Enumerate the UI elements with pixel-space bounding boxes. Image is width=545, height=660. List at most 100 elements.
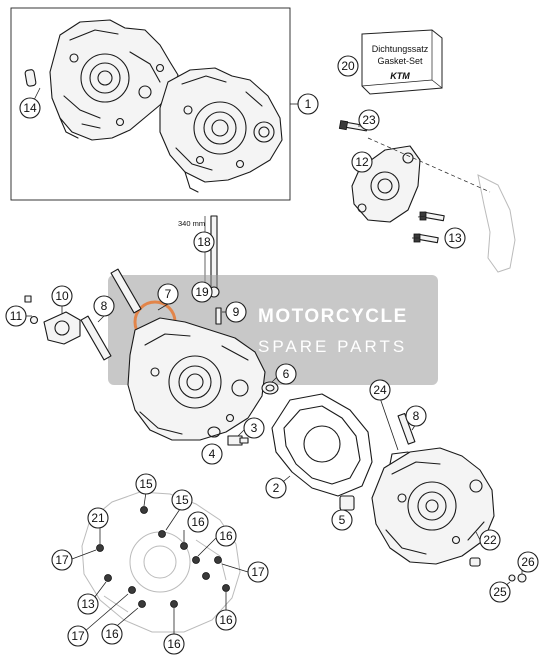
callout-23: 23 — [358, 109, 380, 131]
svg-text:13: 13 — [448, 231, 462, 245]
callout-16-c: 16 — [101, 623, 123, 645]
engine-outline-ghost — [477, 174, 516, 273]
callout-17-a: 17 — [51, 549, 73, 571]
svg-text:22: 22 — [483, 533, 497, 547]
svg-text:16: 16 — [191, 515, 205, 529]
axis-line-12 — [367, 137, 491, 193]
callout-19: 19 — [191, 281, 213, 303]
svg-text:20: 20 — [341, 59, 355, 73]
svg-text:16: 16 — [219, 529, 233, 543]
callout-1: 1 — [297, 93, 319, 115]
callout-15-b: 15 — [171, 489, 193, 511]
svg-text:15: 15 — [175, 493, 189, 507]
callout-4: 4 — [201, 443, 223, 465]
svg-text:13: 13 — [81, 597, 95, 611]
svg-text:17: 17 — [71, 629, 85, 643]
callout-16-a: 16 — [187, 511, 209, 533]
callout-10: 10 — [51, 285, 73, 307]
callout-17-c: 17 — [67, 625, 89, 647]
svg-text:17: 17 — [55, 553, 69, 567]
callout-16-b: 16 — [215, 525, 237, 547]
svg-text:8: 8 — [101, 299, 108, 313]
bushing-5 — [339, 495, 355, 511]
svg-text:6: 6 — [283, 367, 290, 381]
case-bolt-layout — [81, 491, 241, 633]
svg-text:26: 26 — [521, 555, 535, 569]
dimension-label: 340 mm — [178, 219, 205, 228]
callout-21: 21 — [87, 507, 109, 529]
callout-16-d: 16 — [163, 633, 185, 655]
svg-text:7: 7 — [165, 287, 172, 301]
crankcase-right-half-main — [371, 447, 495, 565]
washer-26 — [517, 573, 527, 583]
ktm-logo: KTM — [390, 71, 410, 81]
bolt-23 — [338, 120, 368, 132]
callout-18: 18 — [193, 231, 215, 253]
svg-text:11: 11 — [10, 309, 23, 323]
seal-6 — [261, 381, 279, 395]
svg-text:16: 16 — [105, 627, 119, 641]
stud-7 — [110, 268, 142, 314]
svg-text:21: 21 — [91, 511, 105, 525]
gasket-set-box: Dichtungssatz Gasket-Set KTM — [361, 29, 443, 95]
callout-17-b: 17 — [247, 561, 269, 583]
svg-text:8: 8 — [413, 409, 420, 423]
svg-text:14: 14 — [23, 101, 37, 115]
pin-22 — [469, 557, 481, 567]
screw-11 — [24, 295, 39, 325]
dowel-pin-14 — [24, 69, 37, 87]
plug-4 — [227, 435, 249, 446]
callout-12: 12 — [351, 151, 373, 173]
callout-2: 2 — [265, 477, 287, 499]
callout-9: 9 — [225, 301, 247, 323]
svg-text:23: 23 — [362, 113, 376, 127]
svg-text:16: 16 — [219, 613, 233, 627]
svg-text:2: 2 — [273, 481, 280, 495]
crankcase-right-half-top — [159, 67, 283, 193]
svg-text:17: 17 — [251, 565, 265, 579]
svg-text:5: 5 — [339, 513, 346, 527]
gasket-set-subtitle: Gasket-Set — [377, 56, 423, 66]
svg-text:10: 10 — [55, 289, 69, 303]
callout-13-upper: 13 — [444, 227, 466, 249]
callout-13-lower: 13 — [77, 593, 99, 615]
watermark-line1: MOTORCYCLE — [258, 306, 408, 327]
callout-15-a: 15 — [135, 473, 157, 495]
gasket-2 — [271, 393, 373, 497]
svg-text:24: 24 — [373, 383, 387, 397]
svg-text:12: 12 — [355, 155, 369, 169]
o-ring-3 — [207, 426, 221, 438]
watermark-line2: SPARE PARTS — [258, 337, 407, 356]
callout-16-e: 16 — [215, 609, 237, 631]
gasket-10 — [43, 311, 81, 345]
callout-5: 5 — [331, 509, 353, 531]
svg-text:16: 16 — [167, 637, 181, 651]
svg-text:3: 3 — [251, 421, 258, 435]
svg-text:25: 25 — [493, 585, 507, 599]
callout-3: 3 — [243, 417, 265, 439]
callout-25: 25 — [489, 581, 511, 603]
callout-11: 11 — [5, 305, 27, 327]
svg-text:18: 18 — [197, 235, 211, 249]
svg-text:1: 1 — [305, 97, 312, 111]
screw-25 — [508, 574, 516, 582]
svg-text:15: 15 — [139, 477, 153, 491]
svg-text:19: 19 — [195, 285, 209, 299]
callout-8-right: 8 — [405, 405, 427, 427]
callout-24: 24 — [369, 379, 391, 401]
callout-22: 22 — [479, 529, 501, 551]
callout-7: 7 — [157, 283, 179, 305]
callout-8-left: 8 — [93, 295, 115, 317]
svg-text:9: 9 — [233, 305, 240, 319]
callout-26: 26 — [517, 551, 539, 573]
gasket-set-title: Dichtungssatz — [372, 44, 429, 54]
stud-8-right — [397, 412, 416, 445]
callout-14: 14 — [19, 97, 41, 119]
crankcase-left-half-main — [127, 317, 266, 441]
callout-6: 6 — [275, 363, 297, 385]
stud-8-left — [80, 315, 112, 361]
callout-20: 20 — [337, 55, 359, 77]
svg-text:4: 4 — [209, 447, 216, 461]
crankcase-left-half-top — [49, 19, 179, 141]
